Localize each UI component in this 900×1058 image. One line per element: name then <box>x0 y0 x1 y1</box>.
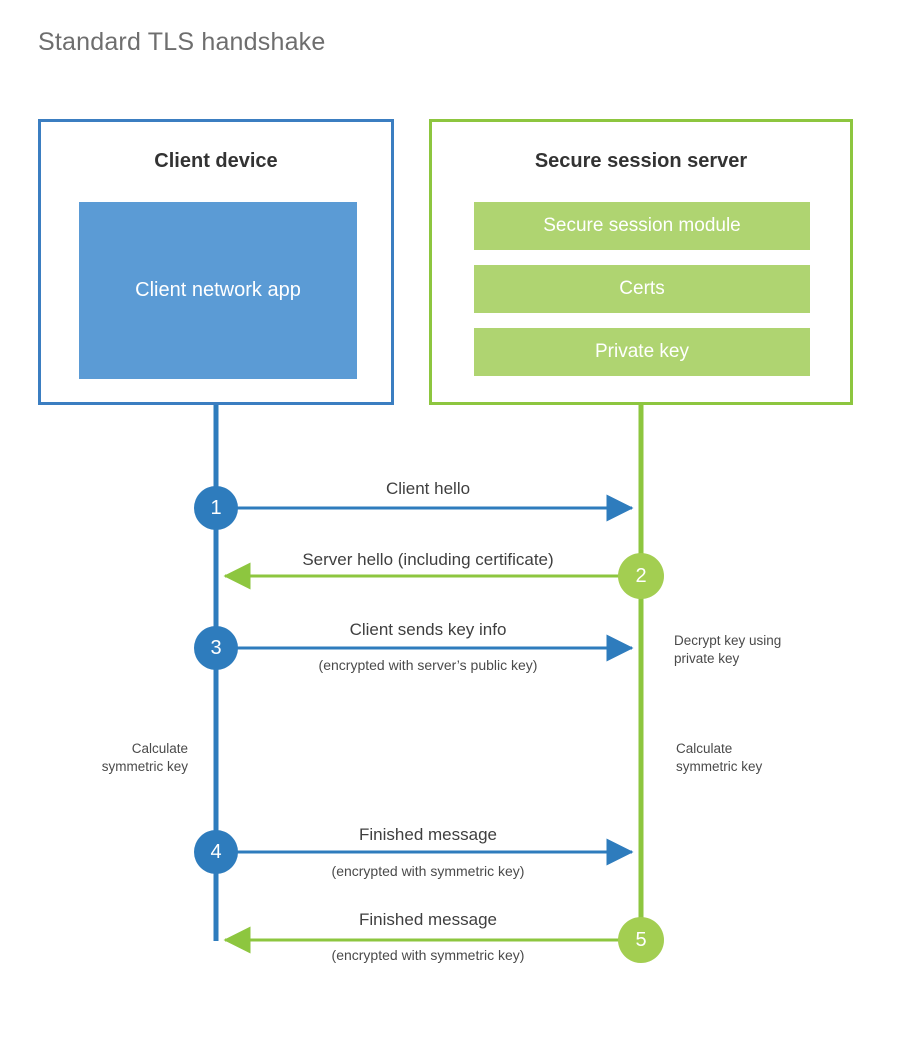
message-label-step-4: Finished message <box>359 825 497 844</box>
server-component-label: Secure session module <box>543 215 741 236</box>
message-sublabel-step-5: (encrypted with symmetric key) <box>331 947 525 963</box>
server-component-private-key: Private key <box>474 328 810 376</box>
step-number: 4 <box>210 840 222 863</box>
server-component-label: Private key <box>595 341 689 362</box>
client-network-app-block: Client network app <box>79 202 357 379</box>
note-client-calculate-symmetric-key: Calculate symmetric key <box>101 741 188 775</box>
step-marker-2[interactable]: 2 <box>618 553 664 599</box>
message-label-step-2: Server hello (including certificate) <box>302 550 554 569</box>
server-component-certs: Certs <box>474 265 810 313</box>
client-device-box: Client device Client network app <box>38 119 394 405</box>
message-sublabel-step-3: (encrypted with server’s public key) <box>318 657 538 673</box>
step-marker-1[interactable]: 1 <box>194 486 238 530</box>
message-label-step-1: Client hello <box>385 479 471 498</box>
step-marker-4[interactable]: 4 <box>194 830 238 874</box>
message-label-step-5: Finished message <box>359 910 497 929</box>
step-number: 1 <box>210 496 222 519</box>
server-component-label: Certs <box>619 278 665 299</box>
client-device-heading: Client device <box>154 150 278 172</box>
secure-session-server-box: Secure session server Secure session mod… <box>429 119 853 405</box>
step-number: 5 <box>635 928 647 951</box>
note-server-calculate-symmetric-key: Calculate symmetric key <box>676 741 763 775</box>
client-network-app-label: Client network app <box>135 279 301 302</box>
step-marker-5[interactable]: 5 <box>618 917 664 963</box>
message-sublabel-step-4: (encrypted with symmetric key) <box>331 863 525 879</box>
message-label-step-3: Client sends key info <box>349 620 507 639</box>
step-number: 3 <box>210 636 222 659</box>
page-title: Standard TLS handshake <box>38 28 326 56</box>
server-component-secure-session-module: Secure session module <box>474 202 810 250</box>
step-marker-3[interactable]: 3 <box>194 626 238 670</box>
step-number: 2 <box>635 564 647 587</box>
secure-session-server-heading: Secure session server <box>534 150 748 172</box>
note-decrypt-key: Decrypt key using private key <box>674 633 782 667</box>
